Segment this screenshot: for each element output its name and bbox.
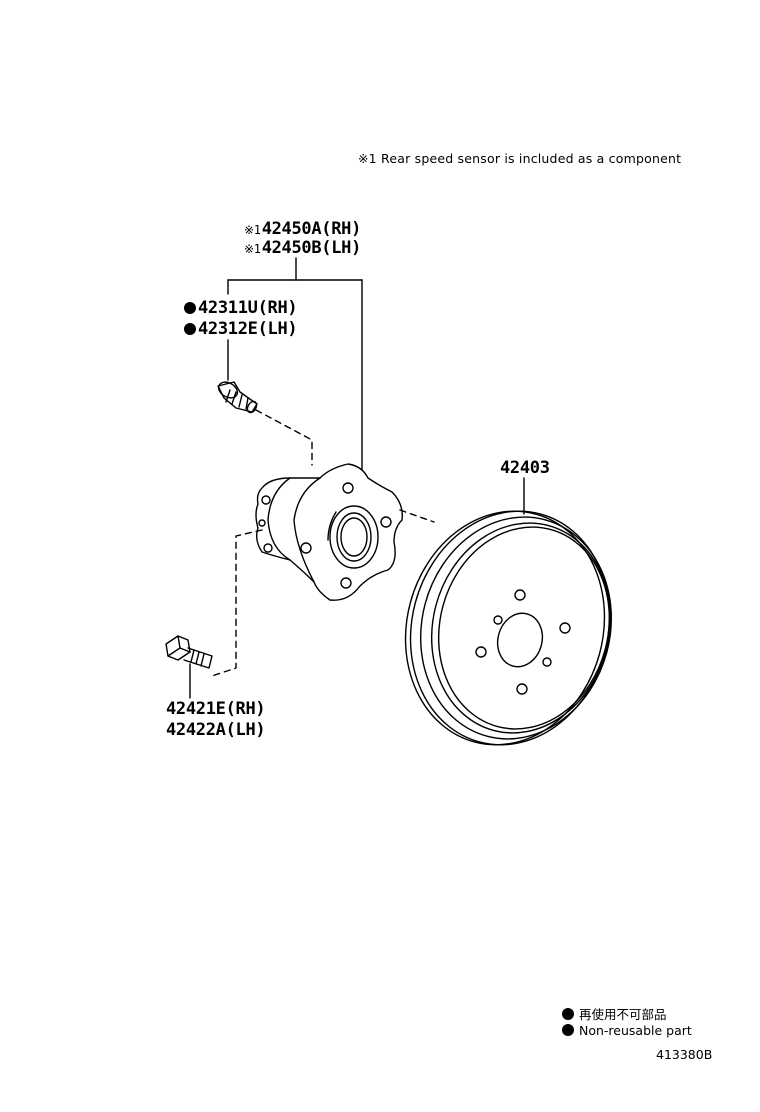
- part-label-hub-bolt-rh[interactable]: 42421E(RH): [166, 699, 266, 719]
- hub-lh-number: 42450B(LH): [261, 238, 362, 258]
- hub-rh-number: 42450A(RH): [261, 219, 362, 239]
- part-label-hub-rh[interactable]: ※142450A(RH): [244, 219, 361, 240]
- drum-dashed-line: [399, 509, 435, 523]
- drum-number: 42403: [500, 458, 550, 478]
- hub-rh-mark: ※1: [244, 223, 261, 237]
- bolt-lh-number: 42312E(LH): [198, 319, 298, 339]
- part-label-bolt-rh[interactable]: 42311U(RH): [184, 298, 298, 318]
- figure-number: 413380B: [656, 1047, 713, 1062]
- brake-drum-drawing: [404, 510, 613, 746]
- axle-hub-drawing: [255, 463, 403, 601]
- non-reusable-dot-icon: [562, 1024, 574, 1036]
- stud-dashed-line: [255, 409, 313, 466]
- component-note: ※1 Rear speed sensor is included as a co…: [358, 151, 681, 166]
- legend-jp-text: 再使用不可部品: [579, 1007, 667, 1022]
- legend-non-reusable-jp: 再使用不可部品: [562, 1004, 667, 1023]
- hub-bolt-drawing: [165, 635, 213, 669]
- non-reusable-dot-icon: [184, 302, 196, 314]
- note-symbol: ※1: [358, 151, 377, 166]
- hub-leader-line: [227, 257, 363, 471]
- part-label-hub-lh[interactable]: ※142450B(LH): [244, 238, 361, 259]
- note-text: Rear speed sensor is included as a compo…: [381, 151, 682, 166]
- part-label-hub-bolt-lh[interactable]: 42422A(LH): [166, 720, 266, 740]
- hub-bolt-rh-number: 42421E(RH): [166, 699, 266, 719]
- hub-lh-mark: ※1: [244, 242, 261, 256]
- bolt-rh-number: 42311U(RH): [198, 298, 298, 318]
- hub-bolt-dashed-line: [211, 529, 263, 677]
- hub-bolt-lh-number: 42422A(LH): [166, 720, 266, 740]
- legend-non-reusable-en: Non-reusable part: [562, 1023, 692, 1038]
- wheel-stud-drawing: [217, 381, 258, 414]
- part-label-bolt-lh[interactable]: 42312E(LH): [184, 319, 298, 339]
- non-reusable-dot-icon: [562, 1008, 574, 1020]
- non-reusable-dot-icon: [184, 323, 196, 335]
- part-label-drum[interactable]: 42403: [500, 458, 550, 478]
- legend-en-text: Non-reusable part: [579, 1023, 692, 1038]
